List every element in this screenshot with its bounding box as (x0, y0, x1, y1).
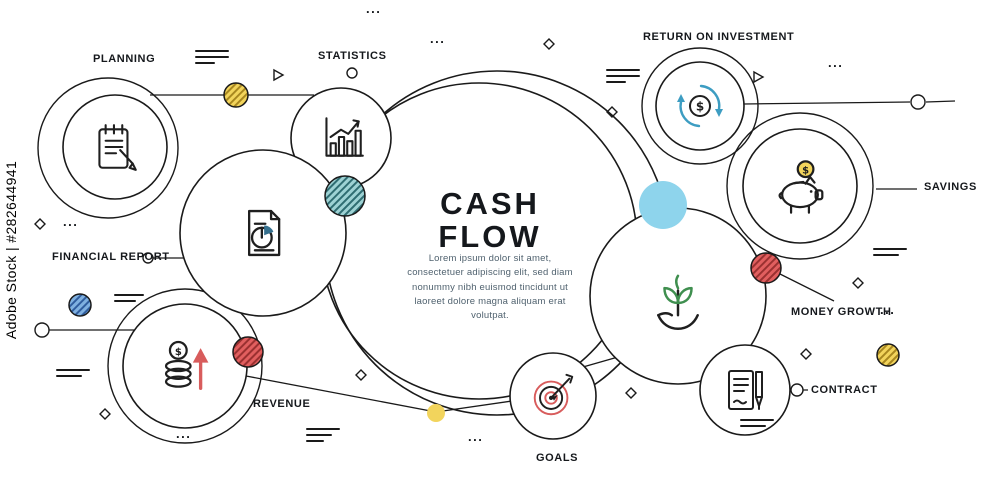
bar-chart-icon (314, 110, 368, 164)
ellipsis-mark: ... (468, 429, 484, 444)
ellipsis-mark: ... (430, 31, 446, 46)
sprout-hand-icon (646, 266, 710, 330)
ellipsis-mark: ... (828, 55, 844, 70)
title-line-2: FLOW (438, 218, 542, 254)
ellipsis-mark: ... (63, 214, 79, 229)
accent-dots (68, 82, 900, 422)
ellipsis-mark: ... (880, 302, 896, 317)
decorative-marks (34, 38, 907, 442)
goals-label: GOALS (536, 452, 579, 464)
intro-paragraph: Lorem ipsum dolor sit amet, consectetuer… (407, 253, 573, 321)
planning-label: PLANNING (93, 53, 156, 65)
cash-flow-title: CASH FLOW (378, 186, 602, 254)
outer-ring-circles (37, 47, 874, 444)
document-pen-icon (719, 364, 771, 416)
ellipsis-mark: ... (176, 426, 192, 441)
return-on-investment-label: RETURN ON INVESTMENT (643, 31, 795, 43)
svg-text:$: $ (696, 100, 704, 114)
ellipsis-mark: ... (366, 1, 382, 16)
statistics-label: STATISTICS (318, 50, 387, 62)
target-dart-icon (528, 371, 578, 421)
svg-text:$: $ (802, 166, 809, 177)
financial-report-label: FINANCIAL REPORT (52, 251, 170, 263)
adobe-stock-watermark: Adobe Stock | #282644941 (3, 160, 19, 340)
pie-chart-document-icon (233, 203, 293, 263)
junction-dots (34, 67, 926, 397)
revenue-label: REVENUE (253, 398, 311, 410)
title-line-1: CASH (440, 186, 540, 221)
coins-up-arrow-icon: $ (156, 337, 214, 395)
piggy-bank-icon: $ (771, 158, 829, 216)
dollar-cycle-icon: $ (674, 80, 726, 132)
money-growth-label: MONEY GROWTH (791, 306, 892, 318)
node-circles (62, 61, 858, 440)
notepad-pen-icon (88, 120, 142, 174)
connector-lines (49, 94, 956, 413)
svg-text:$: $ (175, 347, 182, 358)
savings-label: SAVINGS (924, 181, 977, 193)
contract-label: CONTRACT (811, 384, 878, 396)
